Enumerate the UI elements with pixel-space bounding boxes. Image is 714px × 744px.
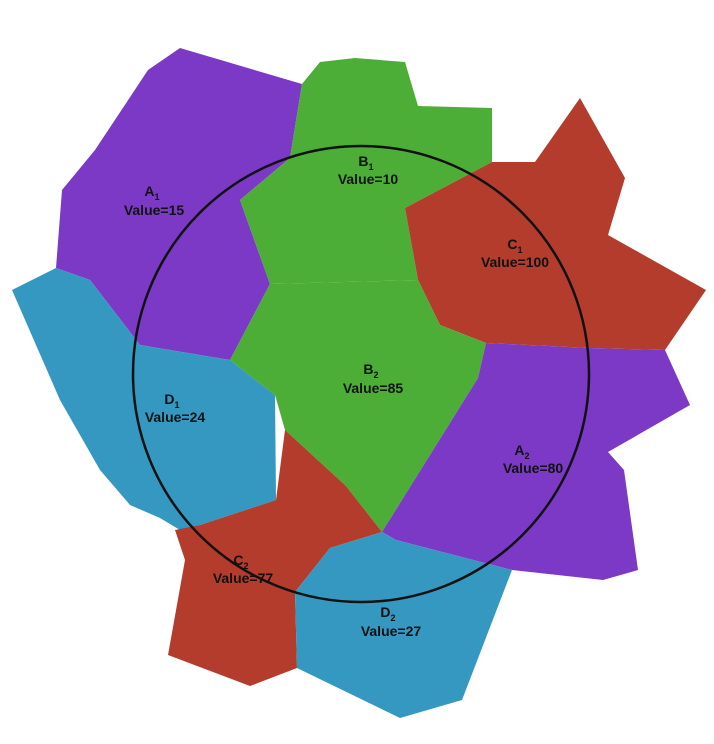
- region-c1: [405, 98, 706, 350]
- label-d2-value: Value=27: [361, 623, 422, 639]
- region-b1: [240, 58, 492, 284]
- label-c2-name: C2: [233, 552, 248, 571]
- label-a1-name: A1: [144, 183, 159, 202]
- label-c1-name: C1: [507, 236, 522, 255]
- label-b2-value: Value=85: [343, 380, 404, 396]
- region-a1: [56, 48, 302, 360]
- region-b2: [230, 280, 486, 532]
- label-b1-name: B1: [358, 153, 373, 172]
- region-d1: [12, 268, 276, 530]
- label-c1-value: Value=100: [481, 254, 549, 270]
- label-a2-name: A2: [514, 442, 529, 461]
- label-a2-value: Value=80: [503, 460, 564, 476]
- label-d1-name: D1: [164, 391, 179, 410]
- region-c2: [168, 430, 382, 686]
- label-b2-name: B2: [363, 361, 378, 380]
- label-d2-name: D2: [380, 604, 395, 623]
- label-b1-value: Value=10: [338, 171, 399, 187]
- overlay-circle: [131, 144, 591, 604]
- region-d2: [295, 532, 512, 718]
- label-d1-value: Value=24: [145, 409, 206, 425]
- label-c2-value: Value=77: [213, 570, 274, 586]
- region-a2: [382, 343, 690, 580]
- label-a1-value: Value=15: [124, 202, 185, 218]
